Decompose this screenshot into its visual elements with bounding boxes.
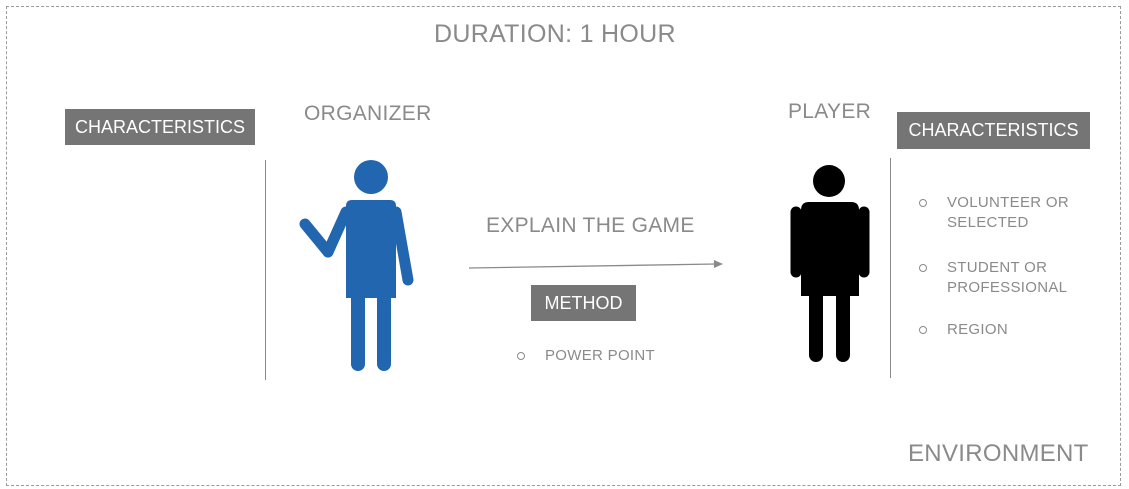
player-characteristics-badge: CHARACTERISTICS bbox=[897, 112, 1090, 149]
duration-title: DURATION: 1 HOUR bbox=[434, 20, 676, 48]
method-badge: METHOD bbox=[531, 285, 636, 321]
characteristic-item: REGION bbox=[947, 321, 1008, 338]
person-standing-icon bbox=[790, 165, 870, 362]
environment-frame bbox=[6, 6, 1121, 486]
characteristic-item: STUDENT OR PROFESSIONAL bbox=[947, 259, 1068, 296]
player-divider bbox=[890, 158, 891, 378]
explain-label: EXPLAIN THE GAME bbox=[486, 214, 695, 237]
explain-arrow bbox=[468, 260, 723, 269]
person-waving-icon bbox=[299, 160, 414, 371]
characteristic-bullet bbox=[919, 326, 927, 334]
organizer-characteristics-badge: CHARACTERISTICS bbox=[65, 109, 255, 145]
method-bullet bbox=[517, 352, 525, 360]
organizer-label: ORGANIZER bbox=[304, 102, 432, 125]
characteristic-bullet bbox=[919, 199, 927, 207]
characteristic-bullet bbox=[919, 264, 927, 272]
characteristic-item: VOLUNTEER OR SELECTED bbox=[947, 194, 1069, 231]
environment-label: ENVIRONMENT bbox=[908, 440, 1089, 467]
organizer-divider bbox=[265, 160, 266, 380]
method-item: POWER POINT bbox=[545, 347, 655, 364]
player-label: PLAYER bbox=[788, 100, 872, 123]
